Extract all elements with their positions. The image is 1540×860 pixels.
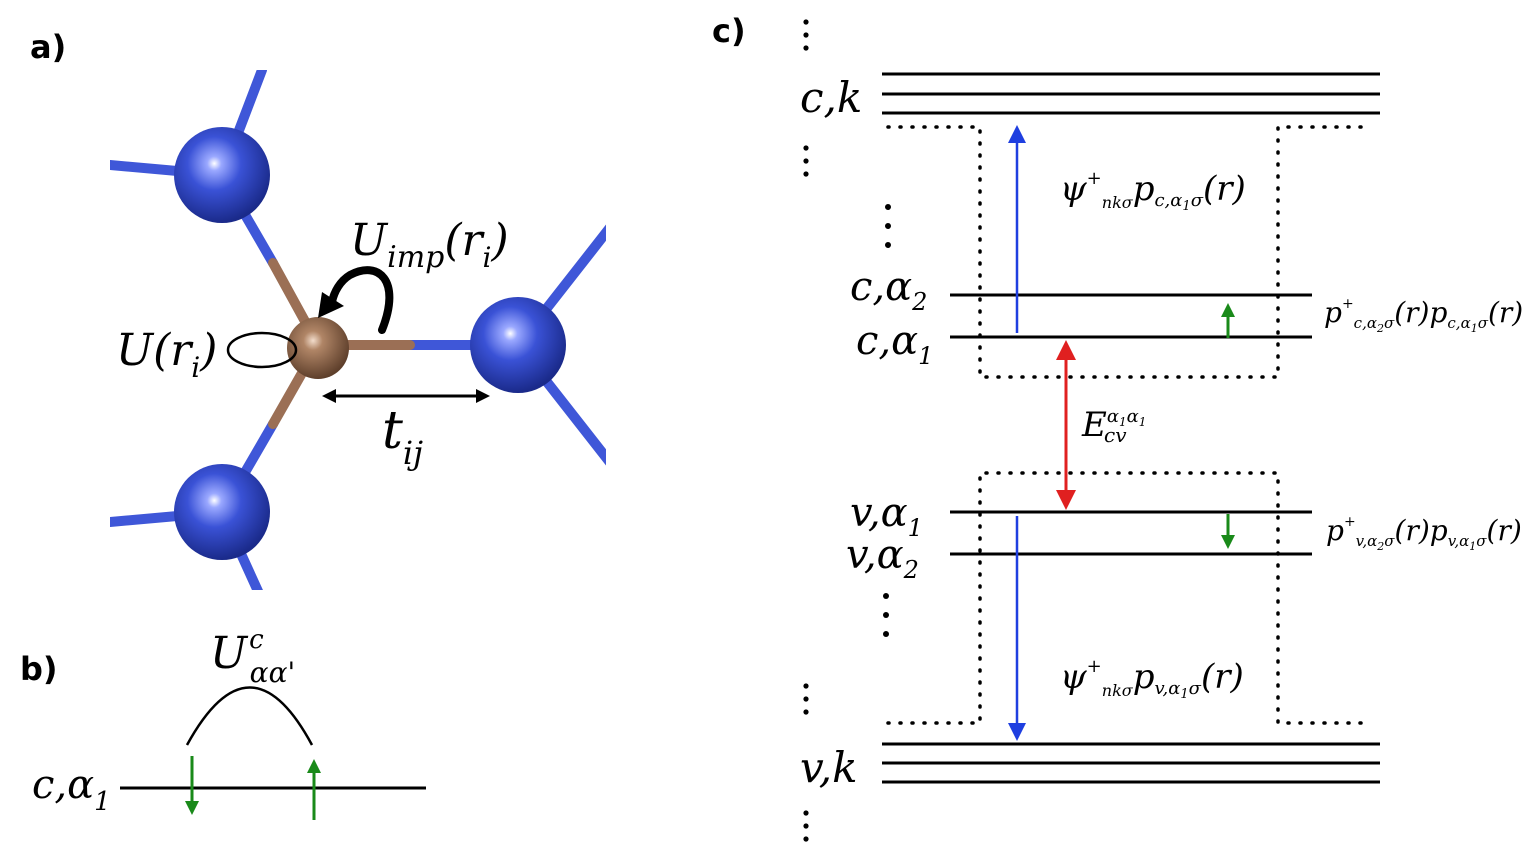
- onsite-u-loop: [226, 331, 298, 369]
- panel-label-b: b): [20, 650, 58, 688]
- label-c-alpha1: c,α1: [856, 318, 933, 370]
- defect-levels: [950, 293, 1312, 556]
- formula-psi-valence: ψ+nkσpv,α1σ(r): [1060, 656, 1244, 702]
- band-label-valence: v,k: [800, 743, 858, 792]
- valence-band-lines: [882, 742, 1380, 784]
- band-label-conduction: c,k: [800, 73, 862, 122]
- hopping-label: tij: [382, 401, 423, 472]
- conduction-dotted-outline: [886, 125, 1372, 379]
- formula-psi-conduction: ψ+nkσpc,α1σ(r): [1060, 168, 1246, 214]
- valence-dotted-outline: [886, 471, 1372, 725]
- ellipsis-dots: [803, 19, 891, 842]
- label-c-alpha2: c,α2: [850, 264, 927, 316]
- coulomb-arc: [185, 686, 314, 746]
- u-imp-curved-arrow: [328, 266, 394, 334]
- level-label-c-alpha1: c,α1: [32, 762, 111, 817]
- host-atom-top: [174, 127, 270, 223]
- formula-p-valence: p+v,α2σ(r)pv,α1σ(r): [1326, 514, 1522, 553]
- conduction-band-lines: [882, 72, 1380, 115]
- onsite-u-label: U(ri): [116, 325, 217, 384]
- impurity-atom: [287, 317, 349, 379]
- label-v-alpha2: v,α2: [846, 532, 919, 584]
- u-imp-arrowhead: [318, 292, 344, 318]
- formula-p-conduction: p+c,α2σ(r)pc,α1σ(r): [1324, 296, 1523, 335]
- label-v-alpha1: v,α1: [850, 490, 923, 542]
- u-imp-label: Uimp(ri): [350, 215, 509, 275]
- lattice-panel: [110, 70, 606, 590]
- red-arrowhead-down: [1056, 490, 1076, 510]
- hopping-arrowhead-left: [322, 389, 336, 403]
- host-atom-right: [470, 297, 566, 393]
- red-arrowhead-up: [1056, 340, 1076, 360]
- hopping-arrowhead-right: [476, 389, 490, 403]
- panel-label-a: a): [30, 28, 66, 66]
- panel-label-c: c): [712, 12, 746, 50]
- host-atom-bottom: [174, 464, 270, 560]
- energy-diagram-panel: c,k v,k c,α2 c,α1 v,α1 v,α2 ψ+nkσpc,α1σ(…: [800, 19, 1523, 842]
